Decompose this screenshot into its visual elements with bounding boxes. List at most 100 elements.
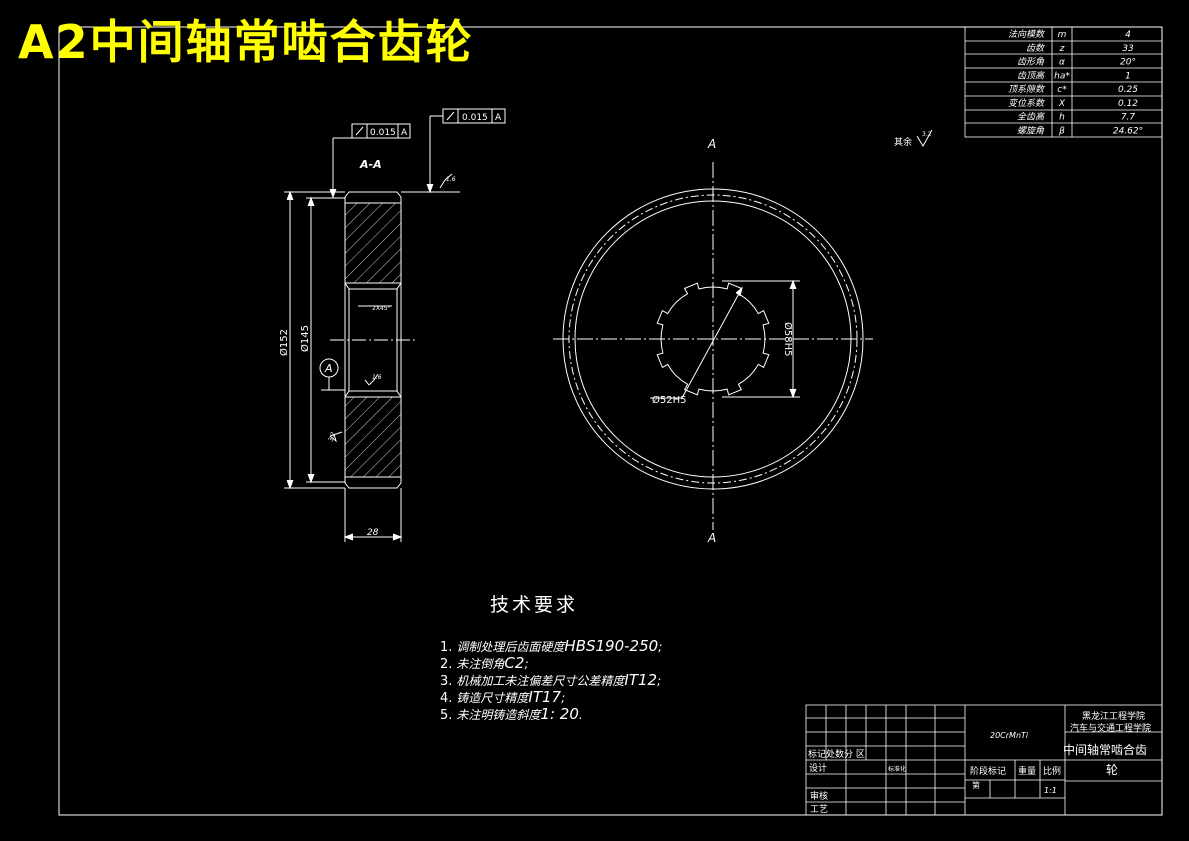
param-symbol: h	[1059, 113, 1065, 123]
review-label: 审核	[810, 790, 828, 802]
rest-value: 3.2	[922, 131, 932, 138]
spline-bore	[656, 282, 770, 396]
mark-row: 标记处数分 区	[808, 748, 865, 760]
drawing-frame	[58, 26, 1163, 816]
param-symbol: β	[1058, 126, 1065, 136]
design-label: 设计	[809, 762, 827, 774]
requirement-item: 3.机械加工未注偏差尺寸公差精度IT12;	[440, 671, 661, 689]
rest-label: 其余	[894, 136, 912, 148]
requirement-suffix: .	[578, 708, 583, 722]
process-label: 工艺	[810, 804, 828, 815]
param-symbol: X	[1058, 99, 1066, 109]
param-value: 20°	[1120, 58, 1136, 68]
dim-width: 28	[367, 528, 379, 538]
param-symbol: m	[1058, 30, 1067, 40]
requirement-item: 1.调制处理后齿面硬度HBS190-250;	[440, 637, 662, 655]
param-label: 变位系数	[1008, 98, 1045, 109]
requirement-suffix: ;	[657, 674, 662, 688]
requirement-value: IT17	[528, 688, 562, 706]
param-symbol: c*	[1057, 85, 1067, 95]
tolerance-value-1: 0.015	[370, 128, 396, 138]
param-label: 齿形角	[1017, 57, 1045, 68]
school-name: 黑龙江工程学院	[1082, 710, 1145, 722]
drawing-title: A2中间轴常啮合齿轮	[18, 14, 474, 70]
dim-inner-diameter: Ø145	[299, 325, 311, 352]
param-label: 螺旋角	[1017, 125, 1045, 136]
requirement-number: 1.	[440, 640, 453, 655]
datum-letter: A	[324, 362, 333, 375]
param-value: 24.62°	[1113, 126, 1143, 136]
standard-label: 标准化	[888, 765, 906, 773]
requirement-value: 1: 20	[540, 705, 579, 723]
requirement-text: 调制处理后齿面硬度	[456, 640, 565, 654]
param-label: 顶系隙数	[1008, 84, 1045, 95]
hatch-lower	[344, 396, 402, 478]
tolerance-value-2: 0.015	[462, 113, 488, 123]
front-view	[553, 129, 933, 530]
param-rows: 法向模数 m 4 齿数 z 33 齿形角 α 20° 齿顶高 ha* 1 顶系隙数 c* 0.25 变位系数 X…	[1008, 29, 1143, 136]
requirement-value: HBS190-250	[564, 637, 659, 655]
requirement-number: 5.	[440, 708, 453, 723]
section-mark-bottom: A	[707, 531, 716, 545]
param-value: 4	[1125, 30, 1131, 40]
requirement-text: 铸造尺寸精度	[456, 691, 529, 705]
part-name-line1: 中间轴常啮合齿	[1063, 742, 1147, 757]
requirement-text: 未注明铸造斜度	[456, 708, 541, 722]
section-mark-top: A	[707, 137, 716, 151]
sheet-label: 第	[972, 780, 980, 790]
requirement-text: 未注倒角	[456, 657, 505, 671]
tolerance-datum-1: A	[401, 128, 408, 138]
material: 20CrMnTi	[990, 731, 1029, 740]
dim-spline-outer: Ø58H5	[782, 322, 794, 356]
param-symbol: ha*	[1054, 71, 1070, 81]
param-value: 1	[1125, 71, 1131, 81]
requirement-suffix: ;	[561, 691, 566, 705]
requirement-number: 2.	[440, 657, 453, 672]
dim-outer-diameter: Ø152	[278, 329, 290, 356]
param-symbol: z	[1059, 44, 1065, 54]
requirement-number: 4.	[440, 691, 453, 706]
roughness-a: 1.6	[446, 176, 456, 183]
param-label: 齿顶高	[1017, 70, 1046, 81]
roughness-c: 3.2	[327, 431, 337, 443]
requirement-suffix: ;	[524, 657, 529, 671]
param-value: 7.7	[1121, 113, 1136, 123]
title-code: A2	[18, 15, 90, 69]
requirement-suffix: ;	[658, 640, 663, 654]
tolerance-datum-2: A	[495, 113, 502, 123]
param-label: 全齿高	[1017, 112, 1046, 123]
requirement-value: IT12	[624, 671, 658, 689]
param-label: 齿数	[1026, 43, 1045, 54]
dept-name: 汽车与交通工程学院	[1070, 722, 1151, 734]
title-block-texts: 20CrMnTi 黑龙江工程学院 汽车与交通工程学院 中间轴常啮合齿 轮 标记处…	[808, 710, 1151, 815]
section-label: A-A	[359, 158, 382, 171]
scale-value: 1:1	[1044, 786, 1057, 795]
requirement-text: 机械加工未注偏差尺寸公差精度	[456, 674, 625, 688]
section-texts: A-A 0.015 A 0.015 A Ø152 Ø145 28 2X45° A…	[278, 113, 502, 538]
roughness-b: 1.6	[372, 374, 382, 381]
hatch-upper	[344, 202, 402, 284]
requirement-item: 2.未注倒角C2;	[440, 654, 529, 672]
param-label: 法向模数	[1008, 29, 1045, 40]
requirement-item: 5.未注明铸造斜度1: 20.	[440, 705, 583, 723]
scale-label: 比例	[1043, 765, 1061, 777]
gear-parameter-table	[964, 26, 1163, 138]
title-name: 中间轴常啮合齿轮	[89, 15, 474, 69]
chamfer-label: 2X45°	[372, 305, 391, 312]
requirement-number: 3.	[440, 674, 453, 689]
param-value: 0.12	[1118, 99, 1138, 109]
requirement-value: C2	[504, 654, 525, 672]
param-value: 0.25	[1118, 85, 1138, 95]
stage-label: 阶段标记	[970, 765, 1006, 777]
dim-spline-inner: Ø52H5	[652, 394, 686, 406]
param-symbol: α	[1059, 58, 1065, 68]
requirement-item: 4.铸造尺寸精度IT17;	[440, 688, 565, 706]
front-texts: A A Ø58H5 Ø52H5 其余 3.2	[652, 131, 932, 545]
section-view	[284, 108, 506, 542]
part-name-line2: 轮	[1106, 763, 1118, 777]
title-block	[805, 704, 1163, 816]
weight-label: 重量	[1018, 765, 1036, 777]
requirements-title: 技术要求	[490, 594, 579, 616]
param-value: 33	[1122, 44, 1134, 54]
